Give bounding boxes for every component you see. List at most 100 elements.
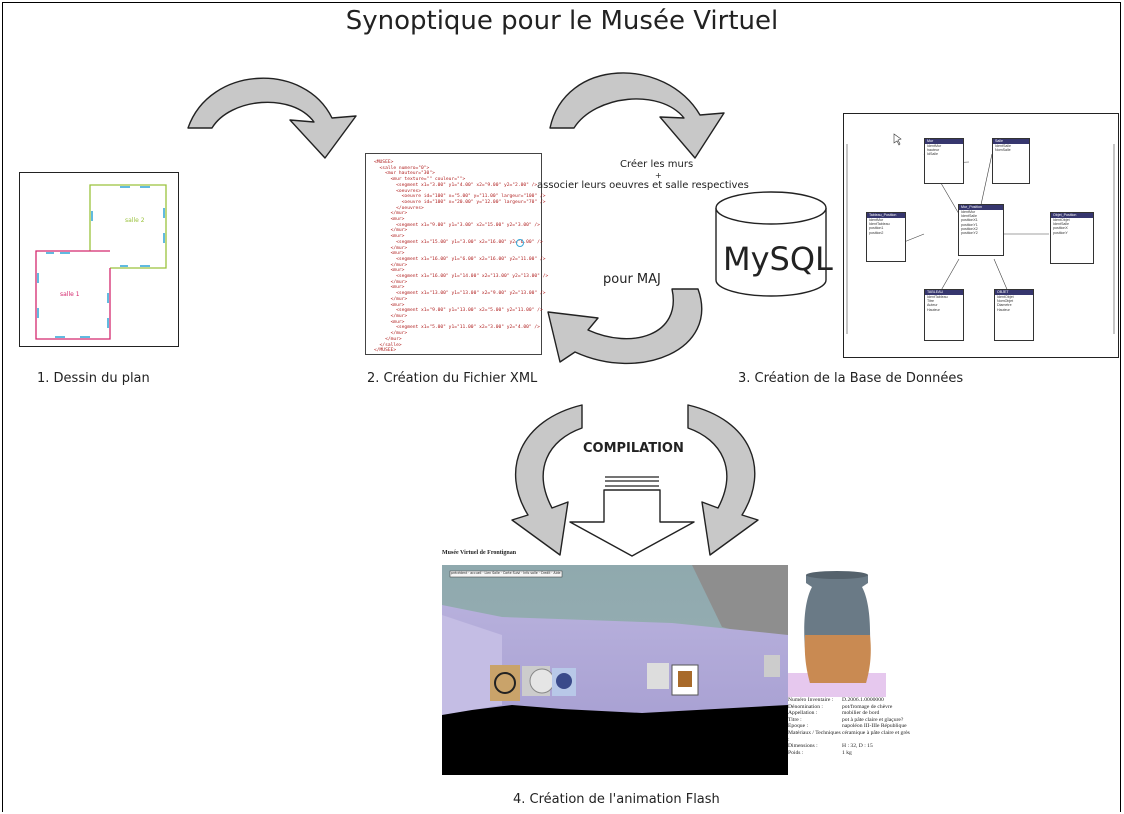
xml-line: <oeuvre id="100" x="5.00" y="11.00" larg… <box>374 194 546 200</box>
info-row: Epoque :napoléon III-IIIe République <box>788 723 928 730</box>
db-table-name: OBJET <box>995 290 1033 295</box>
db-field: Titre <box>927 299 935 304</box>
db-field: Hauteur <box>997 307 1010 312</box>
xml-line: <mur> <box>374 302 405 308</box>
db-field: IdSalle <box>927 152 938 157</box>
info-key: Epoque : <box>788 723 809 730</box>
step4-caption: 4. Création de l'animation Flash <box>513 792 720 807</box>
db-field: IdentTableau <box>927 295 948 299</box>
xml-line: </mur> <box>374 336 402 342</box>
update-label: pour MAJ <box>603 272 661 287</box>
xml-line: <mur> <box>374 285 405 291</box>
xml-line: </mur> <box>374 245 408 251</box>
info-value: pot/fromage de chèvre <box>842 703 893 710</box>
associate-label: associer leurs oeuvres et salle respecti… <box>537 180 749 191</box>
db-field: IdentMur <box>927 144 942 148</box>
db-field: IdentSalle <box>961 214 977 219</box>
db-field: hauteur <box>927 148 940 153</box>
db-table-name: Tableau_Position <box>867 213 905 218</box>
db-field: IdentTableau <box>869 222 890 227</box>
floor-plan <box>35 184 167 340</box>
xml-line: </salle> <box>374 342 402 348</box>
xml-line: <mur hauteur="30"> <box>374 171 435 177</box>
db-field: IdentMur <box>961 210 976 214</box>
info-key: Numéro Inventaire : <box>788 697 834 703</box>
plan-drawing: salle 2 salle 1 <box>19 172 179 347</box>
mysql-label: MySQL <box>723 240 833 278</box>
flash-3d-view[interactable] <box>442 565 788 775</box>
db-field: Diametre <box>997 303 1012 308</box>
db-field: IdentSalle <box>995 144 1011 148</box>
step3-caption: 3. Création de la Base de Données <box>738 371 964 386</box>
db-field: position2 <box>869 230 884 235</box>
db-field: IdentMur <box>869 218 884 222</box>
flash-toolbar[interactable]: précédent · accueil · Lien Salle · Carte… <box>451 571 561 575</box>
step2-caption: 2. Création du Fichier XML <box>367 371 538 386</box>
xml-line: <oeuvre id="100" x="20.00" y="12.00" lar… <box>374 199 546 205</box>
db-table-name: Mur_Position <box>959 205 1003 210</box>
db-field: positionX2 <box>961 226 978 231</box>
info-row: Titre : pot à pâte claire et glaçure? <box>788 717 928 724</box>
arrow-xml-to-db <box>549 72 725 159</box>
xml-line: </mur> <box>374 211 408 217</box>
xml-line: <segment x1="13.00" y1="13.00" x2="9.00"… <box>374 291 546 297</box>
xml-line: <segment x1="5.00" y1="11.00" x2="3.00" … <box>374 325 540 331</box>
db-field: NomSalle <box>995 148 1011 153</box>
info-key: Appellation : <box>788 710 818 717</box>
db-field: IdentObjet <box>997 295 1014 299</box>
db-field: Hauteur <box>927 307 940 312</box>
arrow-update <box>547 288 703 365</box>
compilation-label: COMPILATION <box>583 441 684 456</box>
xml-line: <oeuvres> <box>374 188 422 194</box>
info-row: Dimensions :H : 32, D : 15 <box>788 743 928 750</box>
info-value: H : 32, D : 15 <box>842 743 873 750</box>
db-table-name: Mur <box>925 139 963 144</box>
db-table-name: TABLEAU <box>925 290 963 295</box>
create-walls-label: Créer les murs <box>620 159 694 170</box>
xml-line: <MUSEE> <box>374 160 394 165</box>
cursor-icon <box>516 239 524 247</box>
info-row: Poids :1 kg <box>788 750 928 757</box>
arrow-compile-right <box>687 404 759 556</box>
xml-line: </mur> <box>374 279 408 285</box>
arrow-compile-left <box>511 404 583 556</box>
db-field: positionY <box>1053 230 1068 235</box>
db-field: IdentSalle <box>1053 222 1069 227</box>
xml-line: <mur> <box>374 234 405 240</box>
plus-label: + <box>655 171 662 180</box>
page-title: Synoptique pour le Musée Virtuel <box>345 6 779 36</box>
xml-line: <mur> <box>374 251 405 257</box>
xml-line: <mur> <box>374 319 405 325</box>
xml-line: </mur> <box>374 262 408 268</box>
xml-line: <segment x1="3.00" y1="4.00" x2="9.00" y… <box>374 182 538 188</box>
flash-window-title: Musée Virtuel de Frontignan <box>442 550 517 556</box>
xml-line: <salle numero="0"> <box>374 165 430 171</box>
xml-line: </mur> <box>374 296 408 302</box>
room1-label: salle 1 <box>60 291 80 298</box>
info-key: Titre : <box>788 716 802 723</box>
info-key: Matériaux / Techniques : <box>788 729 841 743</box>
info-row: Dénomination : pot/fromage de chèvre <box>788 704 928 711</box>
arrow-plan-to-xml <box>187 77 357 159</box>
info-key: Dénomination : <box>788 703 823 710</box>
xml-line: <mur> <box>374 217 405 223</box>
info-value: pot à pâte claire et glaçure? <box>842 716 904 723</box>
info-row: Appellation :mobilier de bord <box>788 710 928 717</box>
db-table-name: Objet_Position <box>1051 213 1093 218</box>
xml-line: <segment x1="9.00" y1="13.00" x2="5.00" … <box>374 308 543 314</box>
step1-caption: 1. Dessin du plan <box>37 371 150 386</box>
db-table-name: Salle <box>993 139 1029 144</box>
mysql-database-icon <box>715 191 827 297</box>
db-field: position1 <box>869 226 884 231</box>
info-value: céramique à pâte claire et grès <box>842 729 910 736</box>
db-field: NomObjet <box>997 299 1014 304</box>
